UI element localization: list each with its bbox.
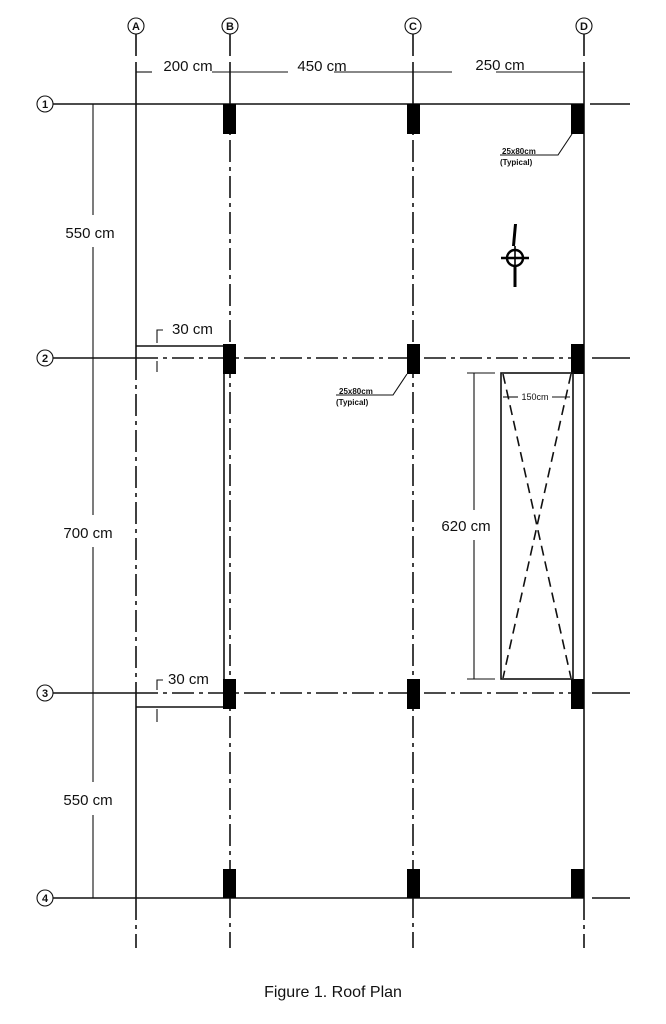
grid-bubble-c: C bbox=[404, 17, 422, 35]
roof-opening: 150cm 620 cm bbox=[441, 372, 574, 680]
grid-bubble-1: 1 bbox=[36, 95, 54, 113]
column-note-c2: 25x80cm (Typical) bbox=[336, 373, 408, 407]
grid-bubble-d: D bbox=[575, 17, 593, 35]
north-arrow-icon bbox=[501, 224, 529, 287]
columns bbox=[223, 104, 584, 898]
figure-caption: Figure 1. Roof Plan bbox=[264, 984, 402, 1001]
opening-length-label: 620 cm bbox=[441, 518, 490, 535]
grid-bubble-b: B bbox=[221, 17, 239, 35]
column-d1 bbox=[571, 104, 584, 134]
grid-label-2: 2 bbox=[42, 353, 48, 365]
column-note-1-size: 25x80cm bbox=[502, 147, 536, 156]
grid-label-c: C bbox=[409, 21, 417, 33]
opening-cross-1 bbox=[502, 373, 572, 679]
grid-bubble-3: 3 bbox=[36, 684, 54, 702]
column-b4 bbox=[223, 869, 236, 898]
column-c1 bbox=[407, 104, 420, 134]
offset-dim-row-2: 30 cm bbox=[156, 321, 213, 372]
column-note-d1: 25x80cm (Typical) bbox=[500, 133, 573, 167]
opening-outline bbox=[500, 372, 574, 680]
opening-cross-2 bbox=[502, 373, 572, 679]
column-note-1-typical: (Typical) bbox=[500, 158, 533, 167]
offset-label-3: 30 cm bbox=[168, 671, 209, 688]
vertical-dimensions: 550 cm 700 cm 550 cm bbox=[63, 104, 115, 898]
dim-3-4: 550 cm bbox=[63, 792, 112, 809]
grid-bubble-a: A bbox=[127, 17, 145, 35]
column-note-2-size: 25x80cm bbox=[339, 387, 373, 396]
dim-b-c: 450 cm bbox=[297, 58, 346, 75]
offset-label-2: 30 cm bbox=[172, 321, 213, 338]
dim-c-d: 250 cm bbox=[475, 57, 524, 74]
slab-edge-b bbox=[136, 345, 225, 708]
column-c3 bbox=[407, 679, 420, 709]
column-d4 bbox=[571, 869, 584, 898]
horizontal-dimensions: 200 cm 450 cm 250 cm bbox=[136, 57, 584, 75]
grid-label-a: A bbox=[132, 21, 140, 33]
dim-1-2: 550 cm bbox=[65, 225, 114, 242]
column-b3 bbox=[223, 679, 236, 709]
grid-bubble-4: 4 bbox=[36, 889, 54, 907]
column-d2 bbox=[571, 344, 584, 374]
grid-label-3: 3 bbox=[42, 688, 48, 700]
column-d3 bbox=[571, 679, 584, 709]
opening-width-label: 150cm bbox=[521, 392, 548, 402]
grid-label-d: D bbox=[580, 21, 588, 33]
grid-label-b: B bbox=[226, 21, 234, 33]
column-c2 bbox=[407, 344, 420, 374]
grid-label-4: 4 bbox=[42, 893, 49, 905]
grid-label-1: 1 bbox=[42, 99, 48, 111]
column-c4 bbox=[407, 869, 420, 898]
dim-a-b: 200 cm bbox=[163, 58, 212, 75]
dim-2-3: 700 cm bbox=[63, 525, 112, 542]
grid-bubble-2: 2 bbox=[36, 349, 54, 367]
column-note-2-typical: (Typical) bbox=[336, 398, 369, 407]
offset-dim-row-3: 30 cm bbox=[156, 671, 209, 722]
column-b1 bbox=[223, 104, 236, 134]
column-b2 bbox=[223, 344, 236, 374]
